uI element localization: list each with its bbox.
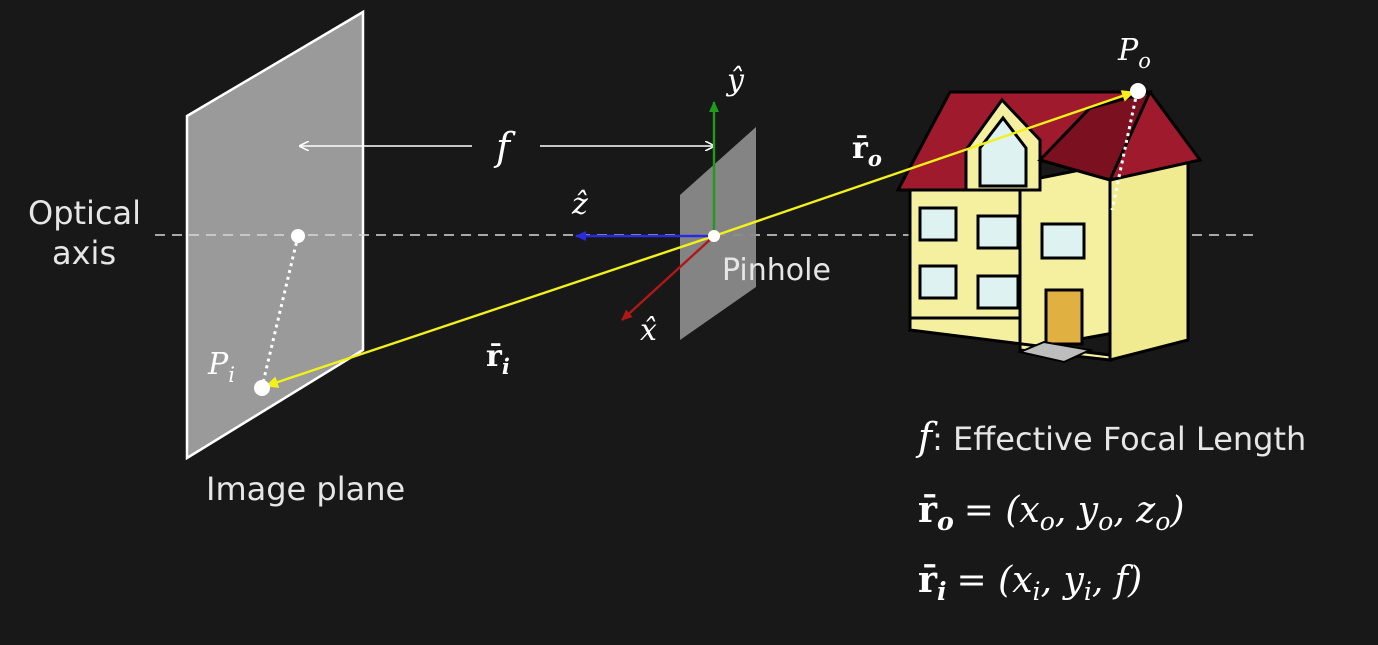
image-point-marker (254, 380, 270, 396)
optical-axis-label-line1: Optical (28, 194, 141, 232)
z-hat-label: ẑ (571, 187, 588, 222)
definition-r-i: r̄i= (xi, yi, f) (918, 559, 1142, 606)
x-hat-label: x̂ (640, 313, 657, 348)
object-point-label: Po (1117, 33, 1151, 73)
image-point-label: Pi (207, 347, 235, 387)
ray-r-o (713, 90, 1135, 238)
r-o-label: r̄o (852, 131, 882, 171)
optical-axis-label-line2: axis (52, 234, 116, 272)
ray-r-i (265, 234, 715, 388)
house (895, 89, 1203, 364)
object-point-projection (1110, 91, 1139, 211)
pinhole-point (708, 230, 720, 242)
definition-r-o: r̄o= (xo, yo, zo) (918, 489, 1184, 536)
object-point-marker (1130, 83, 1146, 99)
image-plane-label: Image plane (206, 470, 405, 508)
pinhole-label: Pinhole (722, 253, 831, 288)
r-i-label: r̄i (486, 339, 510, 379)
optical-axis-image-center (291, 229, 305, 243)
definition-f: f: Effective Focal Length (915, 415, 1306, 459)
focal-length-label: f (493, 125, 516, 169)
image-point-projection (260, 235, 300, 388)
x-axis-arrow (621, 235, 715, 321)
y-hat-label: ŷ (725, 63, 745, 98)
